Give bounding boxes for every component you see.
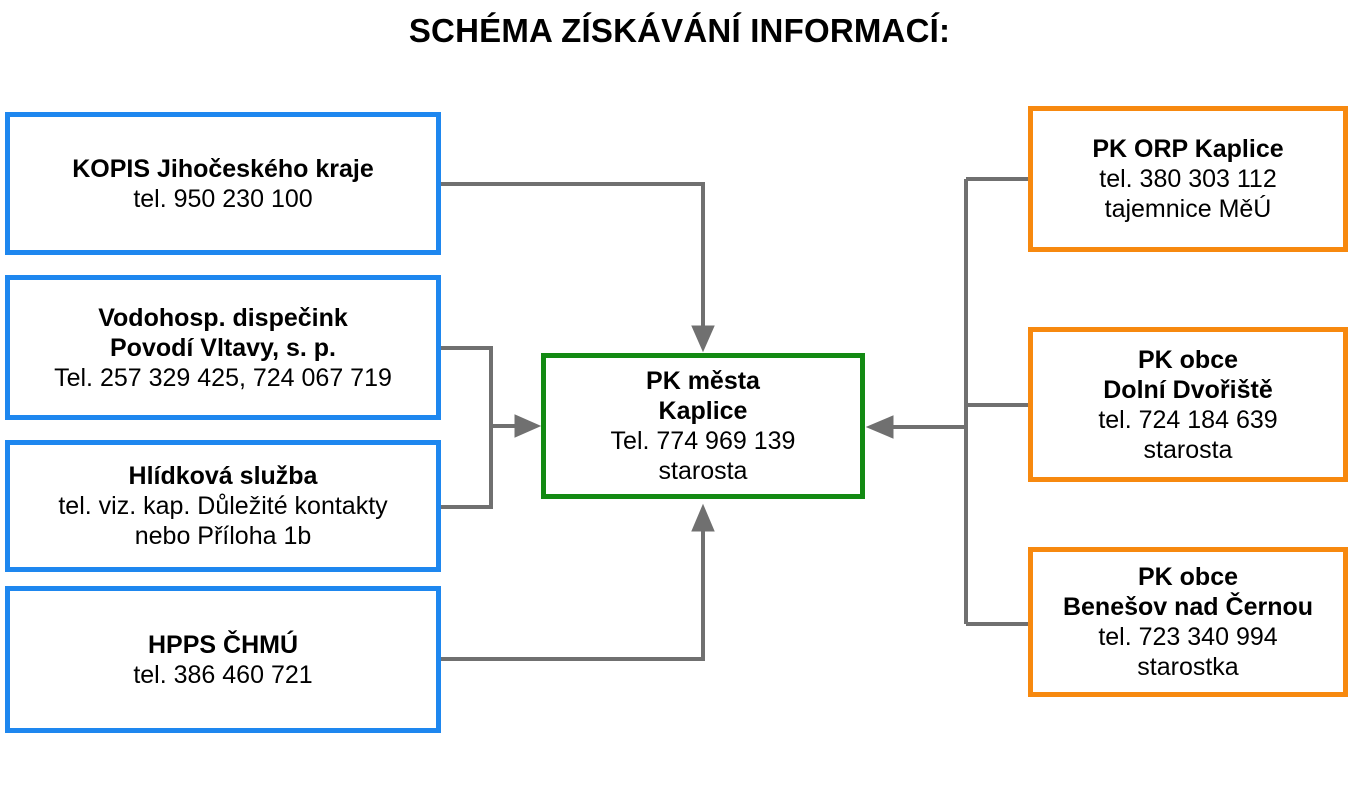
source-povodi-org: Povodí Vltavy, s. p. [110, 333, 336, 362]
municipality-benesov-role: starostka [1137, 653, 1239, 681]
source-box-hpps: HPPS ČHMÚ tel. 386 460 721 [5, 586, 441, 733]
source-povodi-name: Vodohosp. dispečink [98, 303, 348, 332]
connector-hpps [441, 531, 705, 661]
source-box-kopis: KOPIS Jihočeského kraje tel. 950 230 100 [5, 112, 441, 255]
municipality-benesov-phone: tel. 723 340 994 [1098, 623, 1278, 651]
source-hpps-phone: tel. 386 460 721 [133, 660, 313, 689]
connector-kopis [441, 182, 705, 328]
source-kopis-phone: tel. 950 230 100 [133, 184, 313, 213]
connector-povodi [441, 346, 493, 426]
municipality-dolni-type: PK obce [1137, 345, 1239, 374]
municipality-orp-role: tajemnice MěÚ [1104, 195, 1272, 223]
municipality-box-dolni-dvoriste: PK obce Dolní Dvořiště tel. 724 184 639 … [1028, 327, 1348, 482]
municipality-box-orp-kaplice: PK ORP Kaplice tel. 380 303 112 tajemnic… [1028, 106, 1348, 252]
center-line-1: PK města [646, 367, 760, 395]
center-line-4: starosta [658, 457, 748, 485]
arrowhead-top [691, 325, 715, 353]
source-hpps-name: HPPS ČHMÚ [147, 630, 298, 659]
center-line-2: Kaplice [658, 397, 748, 425]
connector-hlidkova [441, 426, 493, 509]
arrowhead-left [514, 414, 542, 438]
center-box-pk-kaplice: PK města Kaplice Tel. 774 969 139 staros… [541, 353, 865, 499]
arrowhead-bottom [691, 503, 715, 532]
municipality-dolni-role: starosta [1143, 435, 1233, 464]
center-line-3: Tel. 774 969 139 [610, 427, 796, 455]
source-povodi-phone: Tel. 257 329 425, 724 067 719 [54, 363, 392, 392]
source-box-hlidkova: Hlídková služba tel. viz. kap. Důležité … [5, 440, 441, 572]
arrowhead-right [865, 415, 894, 439]
diagram-title: SCHÉMA ZÍSKÁVÁNÍ INFORMACÍ: [408, 12, 951, 49]
municipality-dolni-phone: tel. 724 184 639 [1098, 405, 1278, 434]
source-hlidkova-name: Hlídková služba [128, 462, 318, 490]
municipality-dolni-name: Dolní Dvořiště [1103, 375, 1273, 404]
municipality-box-benesov: PK obce Benešov nad Černou tel. 723 340 … [1028, 547, 1348, 697]
municipality-orp-name: PK ORP Kaplice [1092, 135, 1284, 163]
municipality-orp-phone: tel. 380 303 112 [1099, 165, 1277, 193]
municipality-benesov-type: PK obce [1137, 563, 1239, 591]
source-kopis-name: KOPIS Jihočeského kraje [72, 154, 374, 183]
source-hlidkova-appendix: nebo Příloha 1b [134, 522, 312, 550]
source-hlidkova-contact: tel. viz. kap. Důležité kontakty [58, 492, 388, 520]
municipality-benesov-name: Benešov nad Černou [1062, 593, 1314, 621]
source-box-povodi: Vodohosp. dispečink Povodí Vltavy, s. p.… [5, 275, 441, 420]
